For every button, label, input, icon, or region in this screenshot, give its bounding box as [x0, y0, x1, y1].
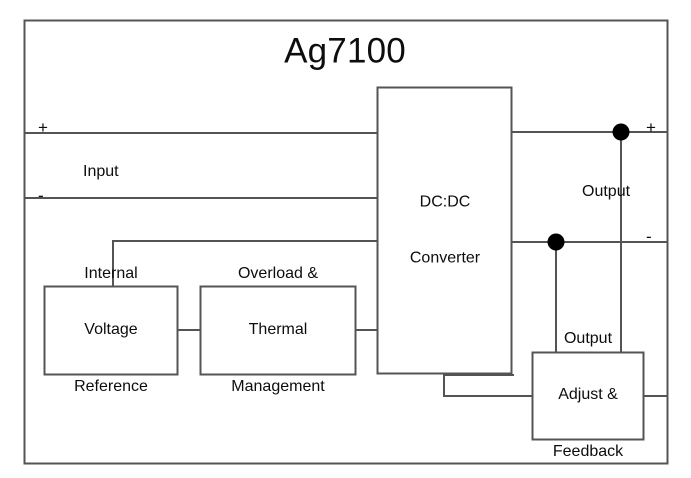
overload-thermal-management-block[interactable] — [199, 285, 357, 376]
internal-voltage-reference-label: Internal Voltage Reference — [74, 227, 148, 435]
output-adjust-feedback-label-line-2: Adjust & — [558, 386, 618, 404]
overload-thermal-management-label: Overload & Thermal Management — [231, 227, 324, 435]
output-negative-label: - — [646, 227, 652, 246]
overload-thermal-management-label-line-3: Management — [231, 378, 325, 396]
dcdc-converter-block[interactable] — [376, 86, 513, 375]
input-positive-label: + — [38, 118, 48, 137]
output-group-label: Output — [582, 183, 631, 200]
overload-thermal-management-label-line-1: Overload & — [237, 264, 319, 282]
internal-voltage-reference-label-line-1: Internal — [84, 264, 138, 282]
output-adjust-feedback-block[interactable] — [531, 351, 645, 441]
input-group-label: Input — [83, 163, 119, 180]
dcdc-converter-label-line-1: DC:DC — [419, 193, 471, 211]
output-adjust-feedback-label-line-1: Output — [563, 329, 613, 347]
output-adjust-feedback-label-line-3: Feedback — [552, 443, 624, 461]
feedback-path — [443, 374, 532, 397]
device-outline-frame — [23, 19, 669, 465]
internal-voltage-reference-block[interactable] — [43, 285, 179, 376]
internal-voltage-reference-label-line-3: Reference — [74, 378, 148, 396]
page-title: Ag7100 — [284, 31, 406, 71]
dcdc-converter-label: DC:DC Converter — [410, 156, 480, 307]
output-positive-label: + — [646, 118, 656, 137]
overload-thermal-management-label-line-2: Thermal — [248, 321, 308, 339]
output-adjust-feedback-label: Output Adjust & Feedback — [553, 292, 623, 478]
output-negative-node-dot — [547, 233, 565, 251]
output-positive-node-dot — [612, 123, 630, 141]
dcdc-converter-label-line-2: Converter — [409, 249, 481, 267]
input-negative-label: - — [38, 186, 44, 205]
internal-voltage-reference-label-line-2: Voltage — [84, 321, 138, 339]
